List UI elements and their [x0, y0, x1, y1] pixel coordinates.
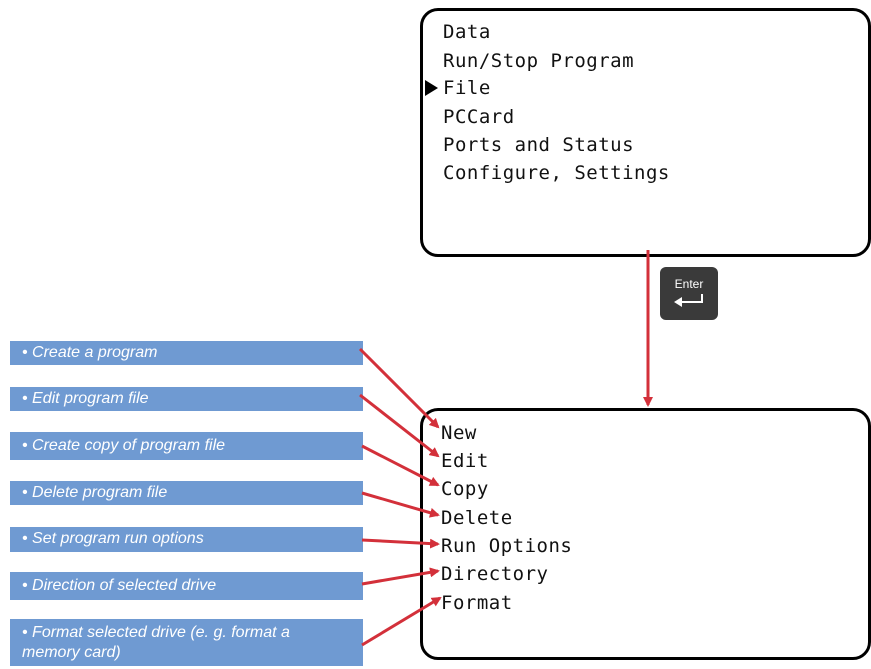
menu-item-configure-settings[interactable]: Configure, Settings — [443, 162, 670, 184]
callout-directory: • Direction of selected drive — [10, 572, 363, 600]
arrow-format — [361, 596, 442, 647]
arrow-delete — [361, 491, 440, 518]
file-menu-format[interactable]: Format — [441, 592, 513, 614]
callout-edit-program: • Edit program file — [10, 387, 363, 411]
file-menu-delete[interactable]: Delete — [441, 507, 513, 529]
enter-key-label: Enter — [674, 277, 704, 291]
file-menu-screen — [420, 408, 871, 660]
file-menu-copy[interactable]: Copy — [441, 478, 489, 500]
file-menu-new[interactable]: New — [441, 422, 477, 444]
arrow-edit — [359, 393, 440, 458]
menu-item-run-stop-program[interactable]: Run/Stop Program — [443, 50, 635, 72]
main-menu-screen — [420, 8, 871, 257]
callout-delete-program: • Delete program file — [10, 481, 363, 505]
callout-run-options: • Set program run options — [10, 527, 363, 552]
callout-copy-program: • Create copy of program file — [10, 432, 363, 460]
callout-create-program: • Create a program — [10, 341, 363, 365]
menu-item-file[interactable]: File — [443, 77, 491, 99]
file-menu-edit[interactable]: Edit — [441, 450, 489, 472]
enter-key[interactable]: Enter — [660, 267, 718, 320]
arrow-run-options — [361, 538, 440, 549]
file-menu-run-options[interactable]: Run Options — [441, 535, 573, 557]
arrow-directory — [361, 567, 440, 586]
file-menu-directory[interactable]: Directory — [441, 563, 549, 585]
selection-cursor-icon — [425, 80, 438, 96]
menu-item-data[interactable]: Data — [443, 21, 491, 43]
arrow-copy — [361, 444, 440, 487]
menu-item-pccard[interactable]: PCCard — [443, 106, 515, 128]
callout-format: • Format selected drive (e. g. format a … — [10, 619, 363, 666]
arrow-new — [358, 347, 440, 429]
menu-item-ports-and-status[interactable]: Ports and Status — [443, 134, 635, 156]
return-arrow-icon — [674, 294, 703, 307]
